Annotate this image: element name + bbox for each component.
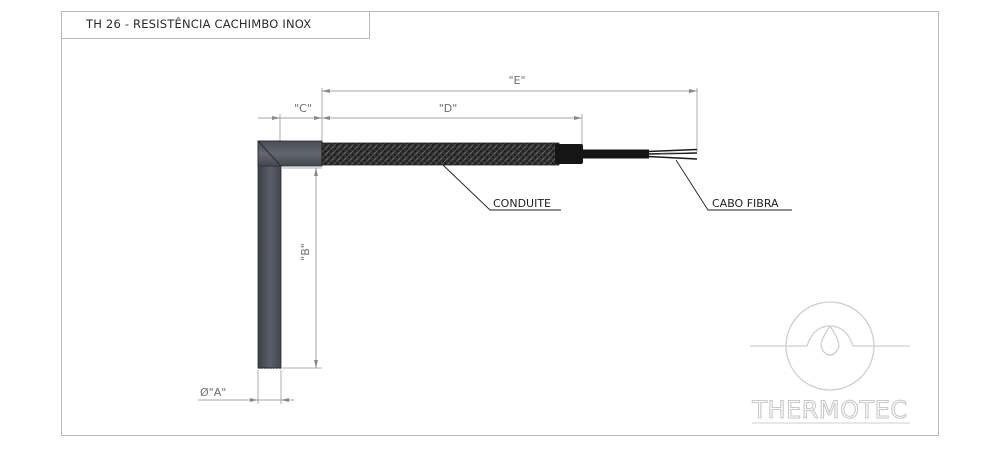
dimension-d: "D" xyxy=(322,102,583,145)
dimension-a: Ø"A" xyxy=(198,370,294,404)
drawing-frame xyxy=(61,11,939,436)
dimension-b: "B" xyxy=(282,167,322,369)
dimension-d-label: "D" xyxy=(439,102,458,115)
dimension-a-label: Ø"A" xyxy=(200,386,226,399)
conduit xyxy=(321,142,583,166)
callout-conduite: CONDUITE xyxy=(442,164,561,211)
callout-conduite-label: CONDUITE xyxy=(493,197,551,210)
drawing-title: TH 26 - RESISTÊNCIA CACHIMBO INOX xyxy=(86,17,312,31)
dimension-e: "E" xyxy=(321,74,698,152)
dimension-c: "C" xyxy=(258,102,322,142)
title-block: TH 26 - RESISTÊNCIA CACHIMBO INOX xyxy=(61,11,370,39)
callout-cabo-fibra: CABO FIBRA xyxy=(675,159,792,211)
thermotec-logo: THERMOTEC xyxy=(750,301,910,425)
dimension-b-label: "B" xyxy=(299,243,312,261)
dimension-e-label: "E" xyxy=(508,74,525,87)
logo-text: THERMOTEC xyxy=(751,396,907,424)
callout-cabo-fibra-label: CABO FIBRA xyxy=(712,197,779,210)
dimension-c-label: "C" xyxy=(294,102,312,115)
fiber-cable xyxy=(583,148,698,160)
heater-tube xyxy=(257,140,323,369)
